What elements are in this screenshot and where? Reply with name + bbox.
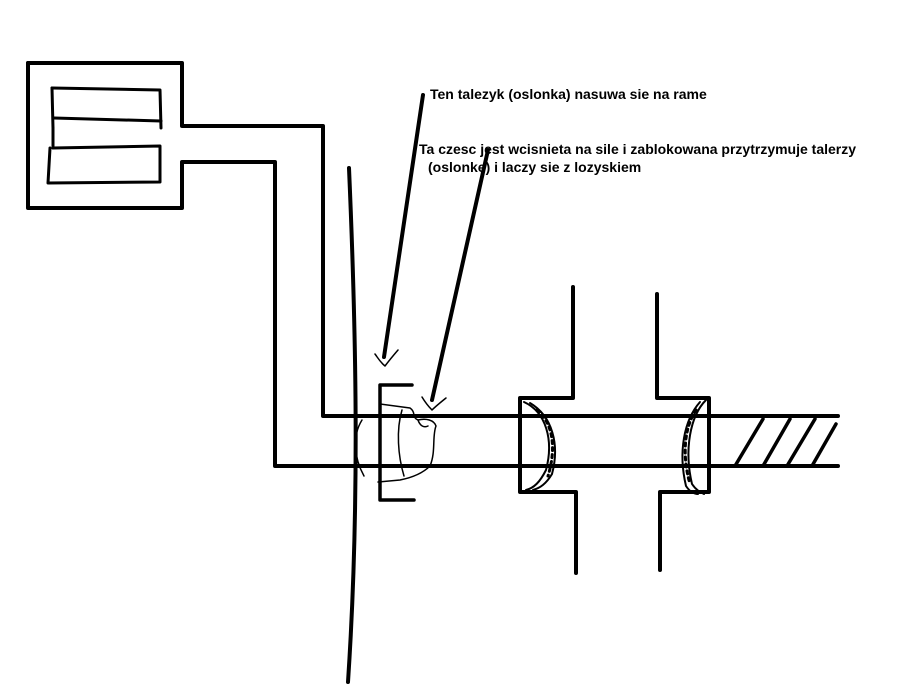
frame-inner-rectangles [46, 86, 163, 185]
bearing-left [523, 401, 556, 491]
frame-block [26, 61, 840, 468]
arrow-part [430, 148, 490, 402]
bushing-sketch [354, 403, 437, 483]
bearing-right [681, 399, 707, 495]
plate-annotation: Ten talezyk (oslonka) nasuwa sie na rame [430, 86, 707, 102]
shaft-hatching [733, 417, 838, 468]
part-annotation-line-2: (oslonke) i laczy sie z lozyskiem [428, 159, 642, 175]
arrow-part-head [421, 396, 447, 411]
plate-line [346, 166, 358, 684]
part-annotation-line-1: Ta czesc jest wcisnieta na sile i zablok… [419, 141, 857, 157]
arrow-plate [382, 93, 425, 359]
bearing-housing [518, 285, 711, 575]
cup-shield [378, 383, 416, 502]
arrow-plate-head [374, 349, 399, 367]
